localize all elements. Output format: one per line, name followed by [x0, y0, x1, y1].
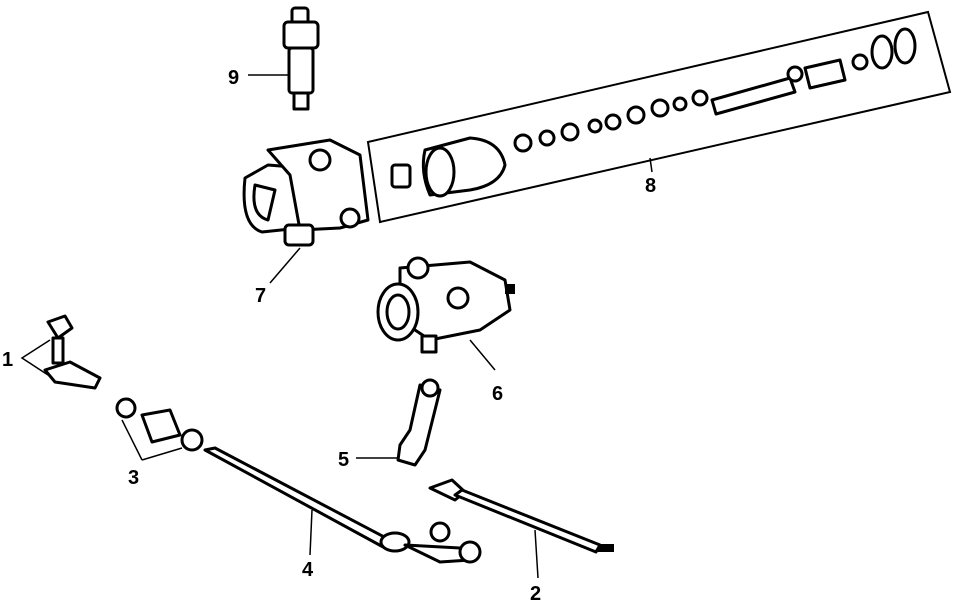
callout-6[interactable]: 6 [492, 383, 503, 405]
leader-7 [269, 247, 301, 284]
leader-2 [534, 529, 539, 579]
part-4-relay-rod[interactable] [203, 446, 482, 564]
leader-3 [121, 419, 183, 461]
part-8-seal-kit[interactable] [366, 10, 952, 224]
part-7-gear-housing[interactable] [242, 138, 370, 247]
callout-7[interactable]: 7 [255, 285, 266, 307]
leader-8 [649, 157, 653, 173]
leader-4 [309, 509, 313, 556]
part-3-adjusting-sleeve[interactable] [115, 397, 204, 452]
callout-1[interactable]: 1 [2, 349, 13, 371]
callout-8[interactable]: 8 [645, 175, 656, 197]
seal-rings [513, 89, 709, 153]
part-5-pitman-arm[interactable] [396, 378, 442, 467]
callout-9[interactable]: 9 [228, 67, 239, 89]
callout-5[interactable]: 5 [338, 449, 349, 471]
part-6-steering-gear[interactable] [376, 256, 515, 354]
callout-4[interactable]: 4 [302, 559, 314, 581]
part-2-tie-rod[interactable] [428, 478, 614, 554]
callout-3[interactable]: 3 [128, 467, 139, 489]
part-1-tie-rod-end[interactable] [43, 314, 102, 390]
callout-2[interactable]: 2 [530, 583, 541, 602]
leader-6 [469, 339, 496, 371]
part-9-shaft[interactable] [282, 6, 320, 111]
leader-1 [20, 339, 51, 376]
